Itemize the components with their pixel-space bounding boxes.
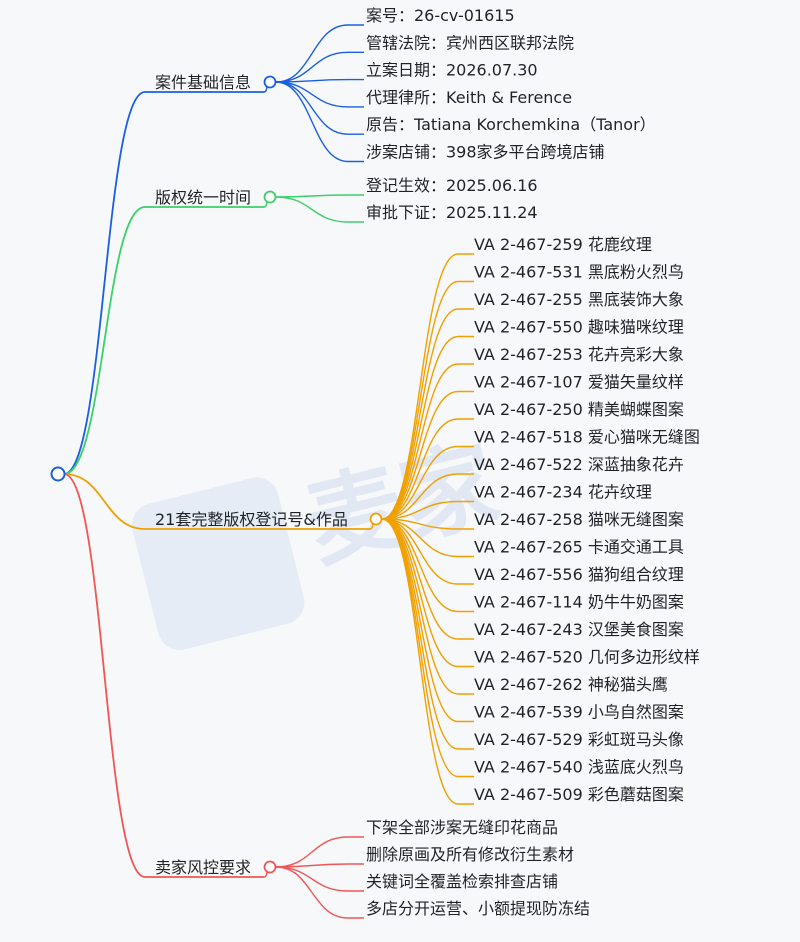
branch-label-3: 21套完整版权登记号&作品 — [155, 510, 348, 529]
edge-leaf-3-15 — [381, 518, 474, 640]
edge-leaf-4-1 — [275, 836, 364, 868]
edge-leaf-1-4 — [275, 81, 364, 108]
leaf-label-3-6: VA 2-467-107 爱猫矢量纹样 — [474, 373, 684, 392]
leaf-label-2-2: 审批下证：2025.11.24 — [366, 203, 538, 222]
leaf-label-1-3: 立案日期：2026.07.30 — [366, 61, 538, 80]
edge-root-to-branch-4 — [63, 473, 264, 878]
edge-leaf-1-3 — [275, 78, 364, 83]
leaf-label-3-11: VA 2-467-258 猫咪无缝图案 — [474, 510, 684, 529]
leaf-label-3-3: VA 2-467-255 黑底装饰大象 — [474, 290, 684, 309]
leaf-label-1-2: 管辖法院：宾州西区联邦法院 — [366, 33, 574, 52]
mindmap-nodes: 案件基础信息 案号：26-cv-01615 管辖法院：宾州西区联邦法院立案日期：20… — [50, 6, 700, 918]
edge-leaf-3-14 — [381, 518, 474, 613]
edge-leaf-3-12 — [381, 518, 474, 558]
edge-root-to-branch-2 — [63, 206, 264, 475]
edge-leaf-3-6 — [381, 390, 474, 520]
leaf-label-3-1: VA 2-467-259 花鹿纹理 — [474, 235, 652, 254]
branch-node-4[interactable] — [263, 860, 277, 874]
leaf-label-4-3: 关键词全覆盖检索排查店铺 — [366, 872, 558, 891]
leaf-label-3-9: VA 2-467-522 深蓝抽象花卉 — [474, 455, 684, 474]
leaf-label-3-13: VA 2-467-556 猫狗组合纹理 — [474, 565, 684, 584]
edge-leaf-3-7 — [381, 418, 474, 520]
leaf-label-3-16: VA 2-467-520 几何多边形纹样 — [474, 648, 700, 667]
edge-leaf-3-4 — [381, 335, 474, 520]
mindmap-edges — [63, 24, 474, 919]
edge-leaf-4-3 — [275, 866, 364, 892]
edge-leaf-3-10 — [381, 500, 474, 520]
leaf-label-3-20: VA 2-467-540 浅蓝底火烈鸟 — [474, 758, 684, 777]
leaf-label-3-18: VA 2-467-539 小鸟自然图案 — [474, 703, 684, 722]
edge-leaf-3-5 — [381, 363, 474, 520]
leaf-label-3-10: VA 2-467-234 花卉纹理 — [474, 483, 652, 502]
leaf-label-3-2: VA 2-467-531 黑底粉火烈鸟 — [474, 263, 684, 282]
leaf-label-1-1: 案号：26-cv-01615 — [366, 6, 515, 25]
edge-leaf-3-3 — [381, 308, 474, 520]
branch-label-4: 卖家风控要求 — [155, 858, 251, 877]
leaf-label-3-19: VA 2-467-529 彩虹斑马头像 — [474, 730, 684, 749]
root-node[interactable] — [50, 466, 66, 482]
leaf-label-1-4: 代理律所：Keith & Ference — [366, 88, 572, 107]
logo-mark-icon — [131, 477, 305, 650]
watermark: 麦家 — [131, 427, 509, 650]
leaf-label-4-4: 多店分开运营、小额提现防冻结 — [366, 899, 590, 918]
edge-leaf-3-2 — [381, 280, 474, 520]
leaf-label-1-6: 涉案店铺：398家多平台跨境店铺 — [366, 143, 605, 162]
branch-node-3[interactable] — [369, 512, 383, 526]
leaf-label-3-21: VA 2-467-509 彩色蘑菇图案 — [474, 785, 684, 804]
leaf-label-3-12: VA 2-467-265 卡通交通工具 — [474, 538, 684, 557]
leaf-label-4-2: 删除原画及所有修改衍生素材 — [366, 845, 574, 864]
branch-node-2[interactable] — [263, 190, 277, 204]
edge-leaf-2-2 — [275, 196, 364, 223]
edge-leaf-3-21 — [381, 518, 474, 805]
leaf-label-4-1: 下架全部涉案无缝印花商品 — [366, 818, 558, 837]
edge-leaf-3-9 — [381, 473, 474, 520]
edge-leaf-1-2 — [275, 51, 364, 83]
leaf-label-3-14: VA 2-467-114 奶牛牛奶图案 — [474, 593, 684, 612]
edge-leaf-3-1 — [381, 253, 474, 520]
branch-label-1: 案件基础信息 — [155, 73, 251, 92]
leaf-label-3-17: VA 2-467-262 神秘猫头鹰 — [474, 675, 668, 694]
leaf-label-3-5: VA 2-467-253 花卉亮彩大象 — [474, 345, 684, 364]
edge-leaf-4-2 — [275, 863, 364, 868]
edge-leaf-3-13 — [381, 518, 474, 585]
branch-node-1[interactable] — [263, 75, 277, 89]
branch-label-2: 版权统一时间 — [155, 188, 251, 207]
edge-leaf-1-1 — [275, 24, 364, 83]
leaf-label-1-5: 原告：Tatiana Korchemkina（Tanor） — [366, 115, 656, 134]
leaf-label-3-4: VA 2-467-550 趣味猫咪纹理 — [474, 318, 684, 337]
edge-root-to-branch-3 — [63, 473, 370, 530]
edge-leaf-3-11 — [381, 518, 474, 530]
leaf-label-2-1: 登记生效：2025.06.16 — [366, 176, 538, 195]
edge-leaf-3-8 — [381, 445, 474, 520]
leaf-label-3-15: VA 2-467-243 汉堡美食图案 — [474, 620, 684, 639]
edge-leaf-1-6 — [275, 81, 364, 163]
edge-leaf-1-5 — [275, 81, 364, 135]
edge-root-to-branch-1 — [63, 91, 264, 475]
leaf-label-3-7: VA 2-467-250 精美蝴蝶图案 — [474, 400, 684, 419]
edge-leaf-2-1 — [275, 194, 364, 198]
edge-leaf-4-4 — [275, 866, 364, 919]
leaf-label-3-8: VA 2-467-518 爱心猫咪无缝图 — [474, 428, 700, 447]
edge-leaf-3-16 — [381, 518, 474, 668]
